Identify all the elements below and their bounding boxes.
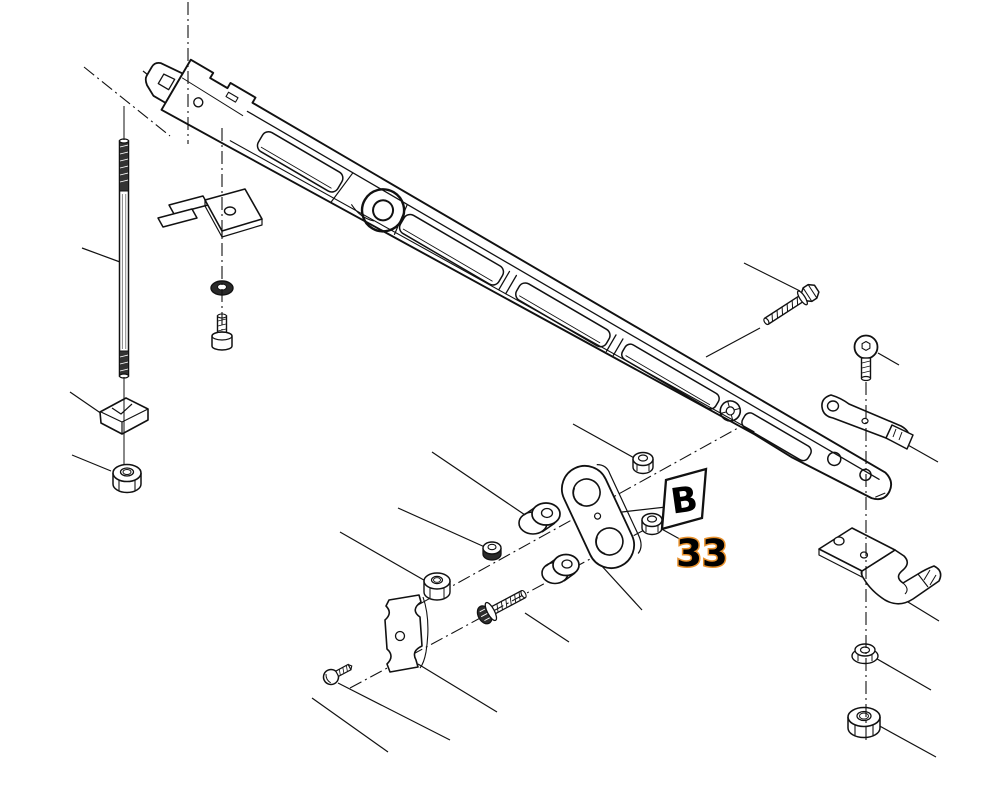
beam-tip-hole [827, 451, 842, 467]
beam-tip-hole [859, 468, 872, 482]
strap-bracket-drawing [821, 394, 914, 450]
part-number-callout[interactable]: 33 [675, 531, 730, 577]
pan-head-screw-drawing [322, 663, 353, 686]
hook-bracket-hole [833, 536, 845, 546]
plate-hole [394, 630, 406, 642]
grommet-washer-drawing [210, 280, 234, 296]
bracket-hole [223, 206, 237, 216]
clevis-hole [193, 97, 204, 108]
leader-lines [69, 70, 940, 758]
beam-outline [160, 58, 893, 501]
center-dash-lines [83, 2, 867, 744]
hook-bracket-drawing [818, 527, 942, 605]
assembly-axis-lines [349, 427, 739, 689]
serrated-flange-bolt-drawing [476, 589, 527, 625]
pivot-boss [360, 188, 406, 233]
button-head-bolt-drawing [853, 334, 879, 382]
hex-nut-left-drawing [112, 463, 142, 494]
spacer-bushing-1-drawing [518, 502, 561, 535]
clamp-finger-bracket-drawing [157, 188, 263, 238]
scalloped-clamp-plate-drawing [384, 594, 429, 673]
link-plate-drawing [560, 464, 642, 569]
hex-lag-bolt-drawing [763, 283, 820, 326]
detail-ref-badge: B [660, 467, 708, 531]
detail-ref-label: B [668, 479, 700, 522]
beam-screw-hole [719, 400, 742, 422]
flange-nut-2-drawing [641, 512, 663, 536]
spacer-bushing-2-drawing [541, 553, 580, 585]
hex-nut-right-drawing [847, 706, 881, 739]
flange-nut-right-drawing [851, 643, 879, 665]
support-arm-beam-drawing [144, 58, 893, 501]
threaded-rod-drawing [118, 138, 130, 379]
flange-nut-1-drawing [632, 451, 654, 475]
strap-hole [826, 400, 840, 412]
hex-nut-center-drawing [423, 572, 451, 601]
flange-nut-small-drawing [482, 541, 502, 561]
